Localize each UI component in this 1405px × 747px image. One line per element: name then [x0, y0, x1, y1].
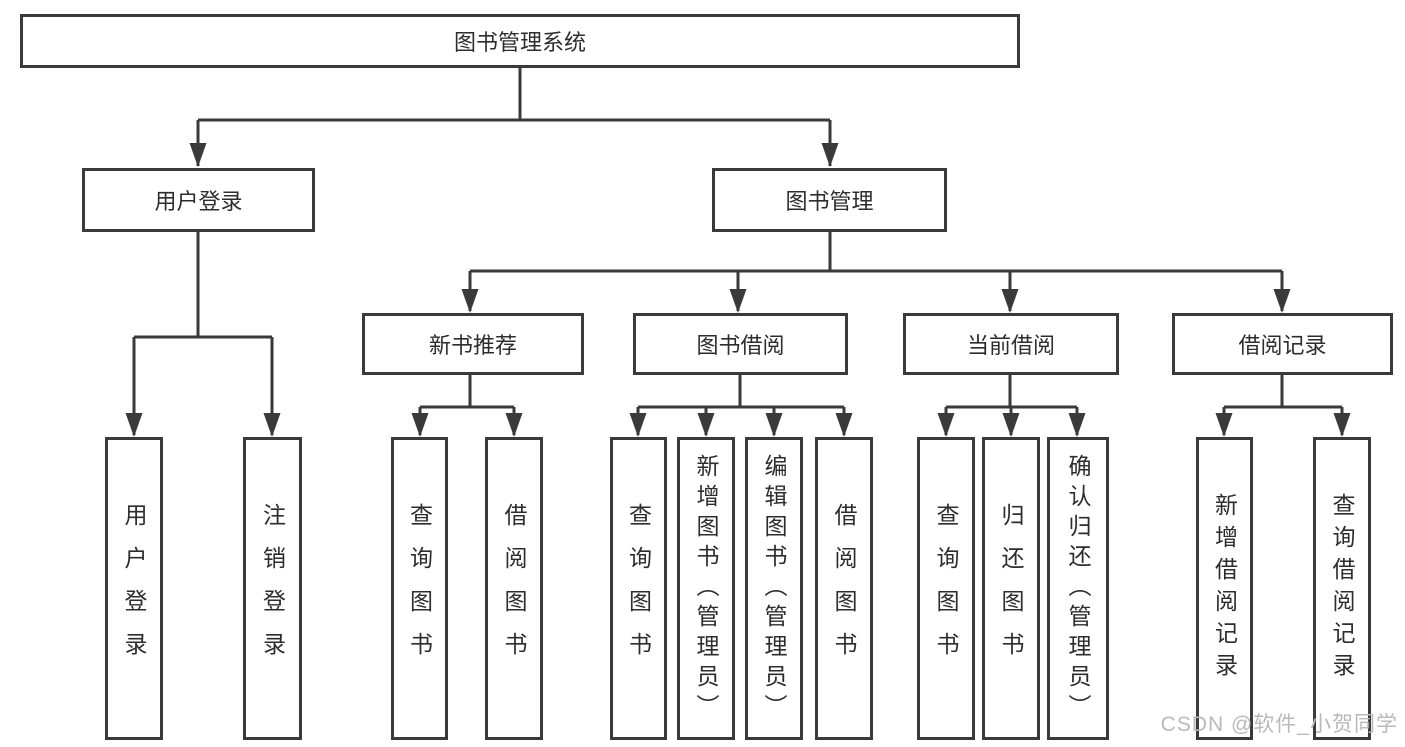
leaf-nbr-query-books: 查询图书: [391, 437, 448, 740]
leaf-bb-edit-books-admin-label: 编辑图书（管理员）: [761, 453, 787, 724]
leaf-bb-add-books-admin-label: 新增图书（管理员）: [693, 453, 719, 724]
leaf-br-add-record-label: 新增借阅记录: [1211, 492, 1238, 685]
leaf-nbr-borrow-books: 借阅图书: [485, 437, 543, 740]
node-book-borrowing: 图书借阅: [633, 313, 848, 375]
leaf-cb-return-books: 归还图书: [982, 437, 1040, 740]
node-book-borrowing-label: 图书借阅: [696, 333, 785, 358]
leaf-user-login-label: 用户登录: [121, 502, 147, 675]
node-library-system: 图书管理系统: [20, 14, 1020, 68]
node-book-management-label: 图书管理: [785, 189, 874, 214]
leaf-bb-borrow-books: 借阅图书: [815, 437, 873, 740]
leaf-bb-borrow-books-label: 借阅图书: [831, 502, 857, 675]
leaf-cb-query-books-label: 查询图书: [933, 502, 959, 675]
leaf-logout: 注销登录: [243, 437, 302, 740]
leaf-cb-confirm-return-admin: 确认归还（管理员）: [1047, 437, 1109, 740]
node-library-system-label: 图书管理系统: [453, 30, 586, 55]
node-book-management: 图书管理: [712, 168, 947, 232]
leaf-cb-return-books-label: 归还图书: [998, 502, 1024, 675]
csdn-watermark: CSDN @软件_小贺同学: [1160, 713, 1398, 736]
leaf-cb-query-books: 查询图书: [917, 437, 975, 740]
node-user-login: 用户登录: [82, 168, 315, 232]
leaf-user-login: 用户登录: [105, 437, 163, 740]
node-borrowing-records: 借阅记录: [1172, 313, 1393, 375]
node-current-borrowing-label: 当前借阅: [966, 333, 1055, 358]
leaf-logout-label: 注销登录: [259, 502, 286, 675]
node-new-book-recommendation: 新书推荐: [362, 313, 584, 375]
leaf-br-add-record: 新增借阅记录: [1196, 437, 1253, 740]
leaf-bb-query-books: 查询图书: [610, 437, 667, 740]
leaf-br-query-record-label: 查询借阅记录: [1329, 492, 1355, 685]
node-current-borrowing: 当前借阅: [903, 313, 1119, 375]
node-new-book-recommendation-label: 新书推荐: [428, 333, 517, 358]
leaf-cb-confirm-return-admin-label: 确认归还（管理员）: [1065, 453, 1091, 724]
leaf-bb-add-books-admin: 新增图书（管理员）: [677, 437, 735, 740]
node-borrowing-records-label: 借阅记录: [1238, 333, 1327, 358]
leaf-nbr-query-books-label: 查询图书: [406, 502, 433, 675]
leaf-bb-edit-books-admin: 编辑图书（管理员）: [745, 437, 803, 740]
leaf-nbr-borrow-books-label: 借阅图书: [501, 502, 527, 675]
leaf-br-query-record: 查询借阅记录: [1313, 437, 1371, 740]
leaf-bb-query-books-label: 查询图书: [625, 502, 652, 675]
node-user-login-label: 用户登录: [154, 189, 243, 214]
